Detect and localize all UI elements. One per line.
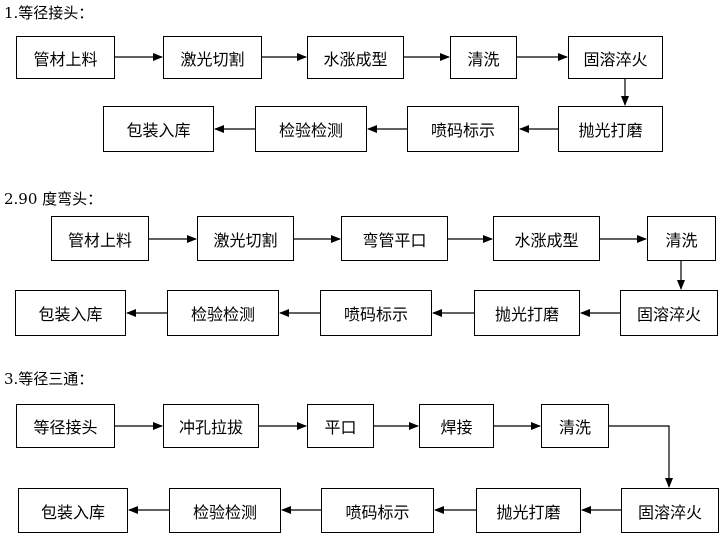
s3-step-punching-drawing: 冲孔拉拔: [163, 404, 259, 448]
s2-step-polishing: 抛光打磨: [474, 290, 580, 336]
s1-step-inspection: 检验检测: [255, 106, 367, 152]
s2-step-hydroforming: 水涨成型: [493, 216, 600, 261]
s1-step-marking: 喷码标示: [407, 106, 519, 152]
s3-step-polishing: 抛光打磨: [476, 488, 581, 533]
s2-step-cleaning: 清洗: [647, 216, 716, 261]
s1-step-packaging: 包装入库: [103, 106, 214, 152]
section-2-title: 2.90 度弯头：: [4, 190, 103, 208]
s2-step-packaging: 包装入库: [15, 290, 126, 336]
s2-step-marking: 喷码标示: [320, 290, 432, 336]
s3-step-straight-coupling: 等径接头: [16, 404, 115, 448]
s2-step-bending-flattening: 弯管平口: [341, 216, 448, 261]
s3-step-welding: 焊接: [419, 404, 494, 448]
s3-step-inspection: 检验检测: [169, 488, 281, 533]
s1-step-hydroforming: 水涨成型: [307, 36, 404, 79]
s2-step-solution-quenching: 固溶淬火: [620, 290, 718, 336]
section-3-title: 3.等径三通：: [4, 370, 94, 388]
s3-step-packaging: 包装入库: [18, 488, 128, 533]
s1-step-cleaning: 清洗: [450, 36, 517, 79]
s3-step-solution-quenching: 固溶淬火: [621, 488, 719, 533]
s3-step-cleaning: 清洗: [541, 404, 609, 448]
s1-step-laser-cutting: 激光切割: [163, 36, 262, 79]
s2-step-laser-cutting: 激光切割: [197, 216, 294, 261]
s1-step-polishing: 抛光打磨: [558, 106, 663, 152]
s1-step-solution-quenching: 固溶淬火: [568, 36, 663, 79]
s3-arrow-elbow: [609, 425, 673, 488]
s3-step-flattening: 平口: [307, 404, 374, 448]
section-1-title: 1.等径接头：: [4, 4, 94, 22]
s2-step-tube-loading: 管材上料: [51, 216, 149, 261]
s1-step-tube-loading: 管材上料: [16, 36, 115, 79]
s2-step-inspection: 检验检测: [167, 290, 279, 336]
s3-step-marking: 喷码标示: [321, 488, 434, 533]
